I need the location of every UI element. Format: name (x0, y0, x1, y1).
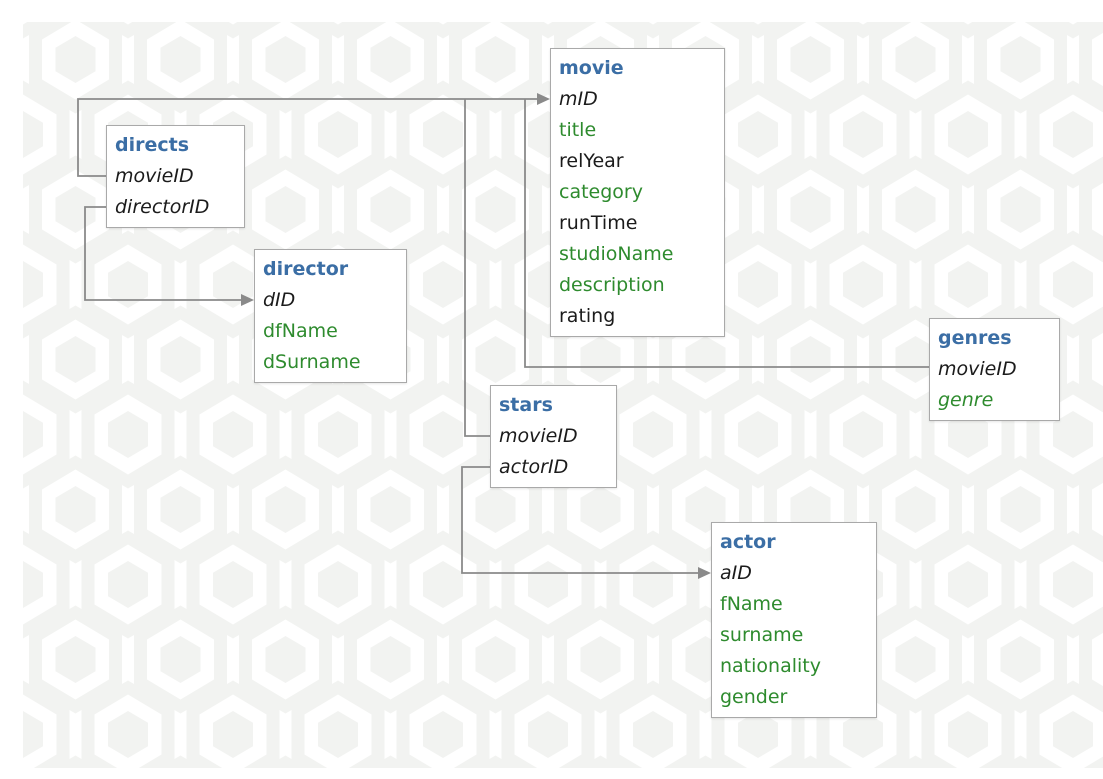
field-directs-directorID[interactable]: directorID (115, 196, 210, 218)
arrowhead-director.dID (241, 294, 254, 306)
table-directs[interactable]: directs movieID directorID (106, 125, 245, 228)
field-actor-nationality[interactable]: nationality (720, 655, 821, 677)
table-genres[interactable]: genres movieID genre (929, 318, 1060, 421)
table-title-stars[interactable]: stars (499, 394, 553, 416)
field-stars-actorID[interactable]: actorID (499, 456, 569, 478)
field-directs-movieID[interactable]: movieID (115, 165, 194, 187)
field-movie-runTime[interactable]: runTime (559, 212, 638, 234)
table-title-movie[interactable]: movie (559, 57, 624, 79)
field-actor-surname[interactable]: surname (720, 624, 804, 646)
field-movie-studioName[interactable]: studioName (559, 243, 674, 265)
relation-line-genres.movieID-movie.mID (524, 99, 929, 368)
table-title-genres[interactable]: genres (938, 327, 1012, 349)
field-movie-category[interactable]: category (559, 181, 643, 203)
field-director-dSurname[interactable]: dSurname (263, 351, 361, 373)
field-movie-rating[interactable]: rating (559, 305, 616, 327)
arrowhead-actor.aID (698, 567, 711, 579)
relation-line-directs.movieID-movie.mID (77, 98, 539, 177)
field-stars-movieID[interactable]: movieID (499, 425, 578, 447)
field-movie-description[interactable]: description (559, 274, 665, 296)
relation-line-stars.movieID-movie.mID (464, 99, 490, 437)
field-actor-gender[interactable]: gender (720, 686, 788, 708)
table-title-director[interactable]: director (263, 258, 349, 280)
arrowhead-movie.mID (537, 93, 550, 105)
field-actor-fName[interactable]: fName (720, 593, 783, 615)
field-movie-title[interactable]: title (559, 119, 597, 141)
table-stars[interactable]: stars movieID actorID (490, 385, 617, 488)
field-movie-mID[interactable]: mID (559, 88, 598, 110)
table-title-actor[interactable]: actor (720, 531, 776, 553)
relation-line-stars.actorID-actor.aID (461, 466, 700, 574)
field-director-dfName[interactable]: dfName (263, 320, 338, 342)
field-movie-relYear[interactable]: relYear (559, 150, 624, 172)
table-movie[interactable]: movie mID title relYear category runTime studi… (550, 48, 725, 337)
field-director-dID[interactable]: dID (263, 289, 296, 311)
field-genres-genre[interactable]: genre (938, 389, 994, 411)
field-actor-aID[interactable]: aID (720, 562, 752, 584)
field-genres-movieID[interactable]: movieID (938, 358, 1017, 380)
relation-line-directs.directorID-director.dID (84, 206, 243, 301)
table-title-directs[interactable]: directs (115, 134, 190, 156)
table-director[interactable]: director dID dfName dSurname (254, 249, 407, 383)
table-actor[interactable]: actor aID fName surname nationality gender (711, 522, 877, 718)
